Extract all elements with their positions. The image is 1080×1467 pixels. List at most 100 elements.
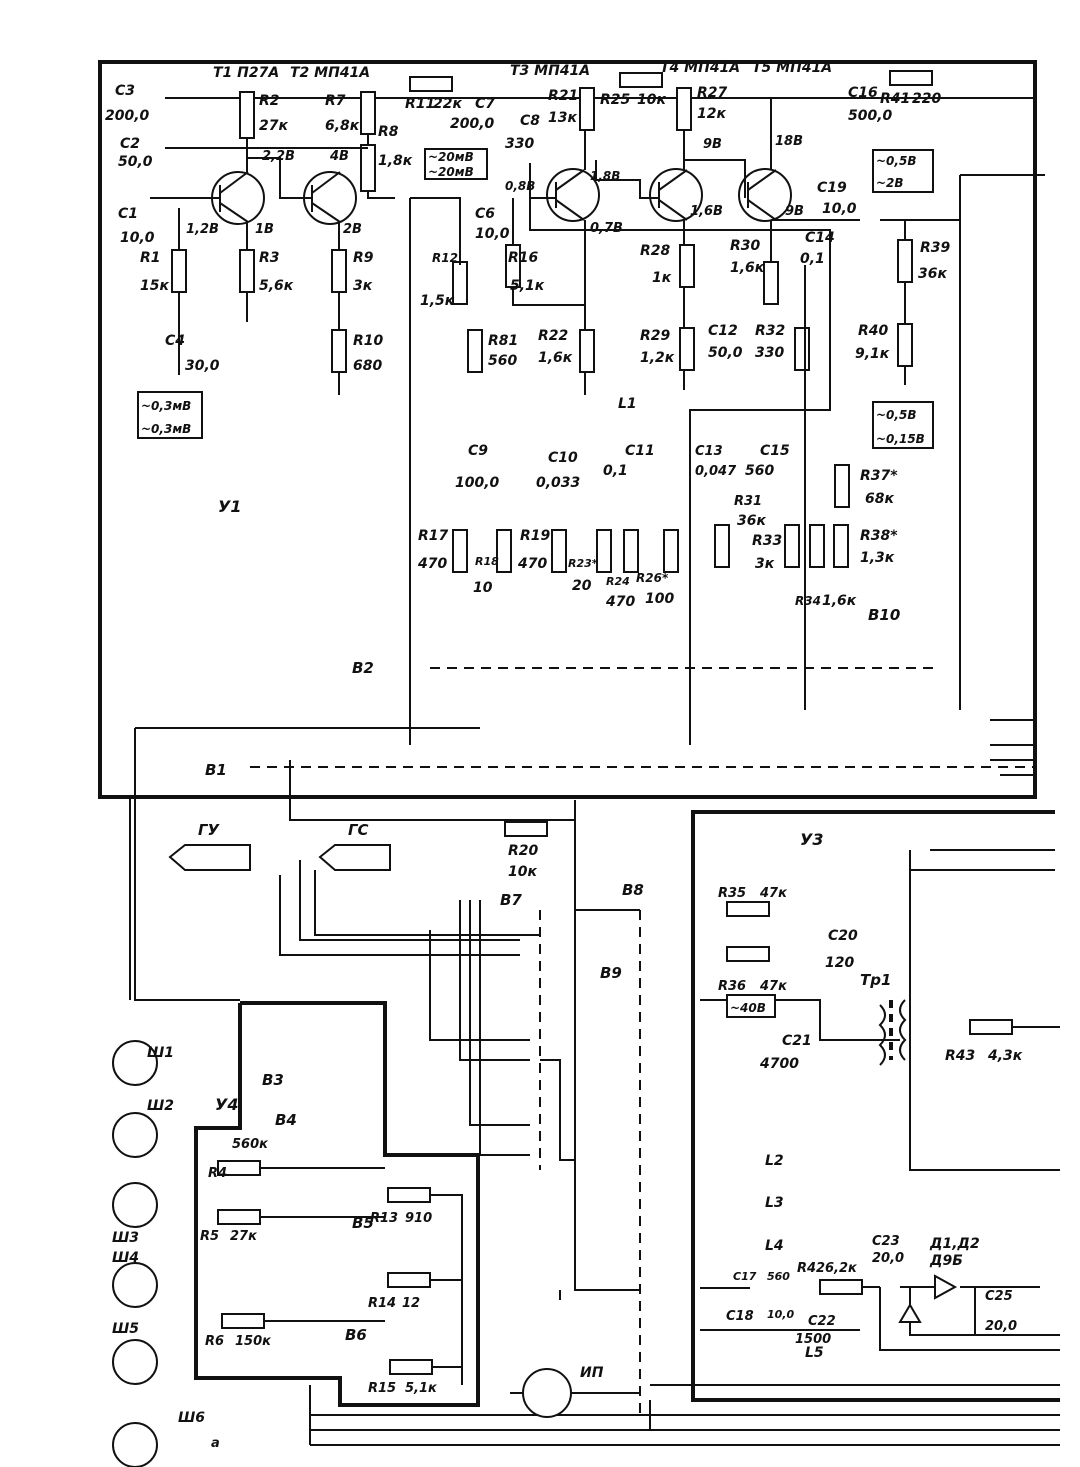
label-r18: R18 (475, 555, 499, 568)
transistor-t5 (738, 168, 792, 222)
label-c10: C10 (548, 450, 578, 466)
label-r39: R39 (920, 240, 951, 256)
value-r40: 9,1к (855, 346, 890, 362)
label-c19: C19 (817, 180, 847, 196)
label-c18: C18 (726, 1309, 754, 1324)
label-r26: R26* (636, 571, 669, 585)
level-box-4-row1: ~0,5В (876, 408, 916, 422)
label-c9: C9 (468, 443, 488, 459)
value-r37: 68к (865, 491, 894, 507)
label-c3: C3 (115, 83, 135, 99)
label-output-a: а (211, 1436, 220, 1451)
value-r3: 5,6к (259, 278, 294, 294)
label-l5: L5 (805, 1345, 824, 1361)
value-c12: 50,0 (708, 345, 743, 361)
value-c11: 0,1 (603, 463, 628, 479)
label-t1: T1 П27А (213, 65, 279, 81)
label-r34: R34 (795, 594, 821, 608)
value-r36: 47к (759, 979, 788, 994)
label-r8: R8 (378, 124, 399, 140)
label-block-u1: У1 (218, 497, 241, 516)
label-r25: R25 (600, 92, 631, 108)
value-r28: 1к (652, 270, 672, 286)
label-c20: C20 (828, 928, 858, 944)
label-r28: R28 (640, 243, 671, 259)
block-u3-outline (691, 810, 1060, 1402)
label-t4: T4 МП41А (660, 60, 740, 76)
label-head-gu: ГУ (198, 821, 221, 839)
value-c2: 50,0 (118, 154, 153, 170)
label-r12: R12 (432, 251, 458, 265)
label-sh3: Ш3 (112, 1230, 139, 1246)
level-box-3-row2: ~0,3мВ (141, 422, 191, 436)
transistor-t4 (649, 168, 703, 222)
label-r36: R36 (718, 979, 746, 994)
label-transformer: Тр1 (860, 971, 891, 989)
value-r12: 1,5к (420, 293, 455, 309)
value-r29: 1,2к (640, 350, 675, 366)
label-switch-b5: В5 (352, 1214, 374, 1232)
label-c6: C6 (475, 206, 495, 222)
label-c22: C22 (808, 1314, 836, 1329)
label-r38: R38* (860, 528, 898, 544)
value-r31: 36к (737, 513, 766, 529)
value-r10: 680 (353, 358, 382, 374)
label-r9: R9 (353, 250, 374, 266)
resistor-bodies (171, 87, 913, 573)
level-box-5-row1: ~40В (730, 1001, 766, 1015)
value-r15: 5,1к (405, 1381, 438, 1396)
value-r27: 12к (697, 106, 726, 122)
label-switch-b6: В6 (345, 1326, 367, 1344)
value-r8: 1,8к (378, 153, 413, 169)
voltage-t5-collector: 18В (775, 134, 803, 149)
label-diodes: Д1,Д2 (929, 1236, 980, 1252)
label-c25: C25 (985, 1289, 1013, 1304)
label-l2: L2 (765, 1153, 784, 1169)
value-r35: 47к (759, 886, 788, 901)
label-c23: C23 (872, 1234, 900, 1249)
value-r7: 6,8к (325, 118, 360, 134)
label-t5: T5 МП41А (752, 60, 832, 76)
label-c13: C13 (695, 444, 723, 459)
label-r2: R2 (259, 93, 280, 109)
label-r11: R11 (405, 96, 435, 112)
resistor-bodies-horizontal (217, 70, 1013, 1375)
label-block-u3: У3 (800, 830, 823, 849)
level-box-3 (137, 391, 203, 439)
label-r10: R10 (353, 333, 384, 349)
value-r38: 1,3к (860, 550, 895, 566)
value-r19: 470 (517, 556, 547, 572)
label-c8: C8 (520, 113, 540, 129)
label-l4: L4 (765, 1238, 784, 1254)
block-u1-outline (98, 60, 1037, 799)
transformer-tr1 (878, 999, 907, 1066)
value-r11: 22к (433, 96, 462, 112)
label-diode-type: Д9Б (929, 1253, 963, 1269)
label-r5: R5 (200, 1229, 219, 1244)
value-c8: 330 (505, 136, 534, 152)
voltage-t1-collector: 2,2В (262, 149, 295, 164)
label-c21: C21 (782, 1033, 812, 1049)
label-r37: R37* (860, 468, 898, 484)
label-r81: R81 (488, 333, 518, 349)
label-r16: R16 (508, 250, 539, 266)
level-box-1-row2: ~20мВ (428, 165, 474, 179)
voltage-t1-base: 1,2В (186, 222, 219, 237)
value-c7: 200,0 (450, 116, 495, 132)
head-gu (168, 844, 251, 871)
label-r17: R17 (418, 528, 449, 544)
label-switch-b2: В2 (352, 659, 374, 677)
label-r32: R32 (755, 323, 785, 339)
value-c22: 1500 (795, 1332, 831, 1347)
connectors (112, 1040, 158, 1467)
value-r39: 36к (918, 266, 947, 282)
head-gs (318, 844, 391, 871)
label-r21: R21 (548, 88, 578, 104)
value-c13: 0,047 (695, 464, 737, 479)
value-r9: 3к (353, 278, 373, 294)
label-sh5: Ш5 (112, 1321, 139, 1337)
value-c21: 4700 (759, 1056, 799, 1072)
value-r43: 4,3к (987, 1048, 1023, 1064)
value-r2: 27к (259, 118, 288, 134)
